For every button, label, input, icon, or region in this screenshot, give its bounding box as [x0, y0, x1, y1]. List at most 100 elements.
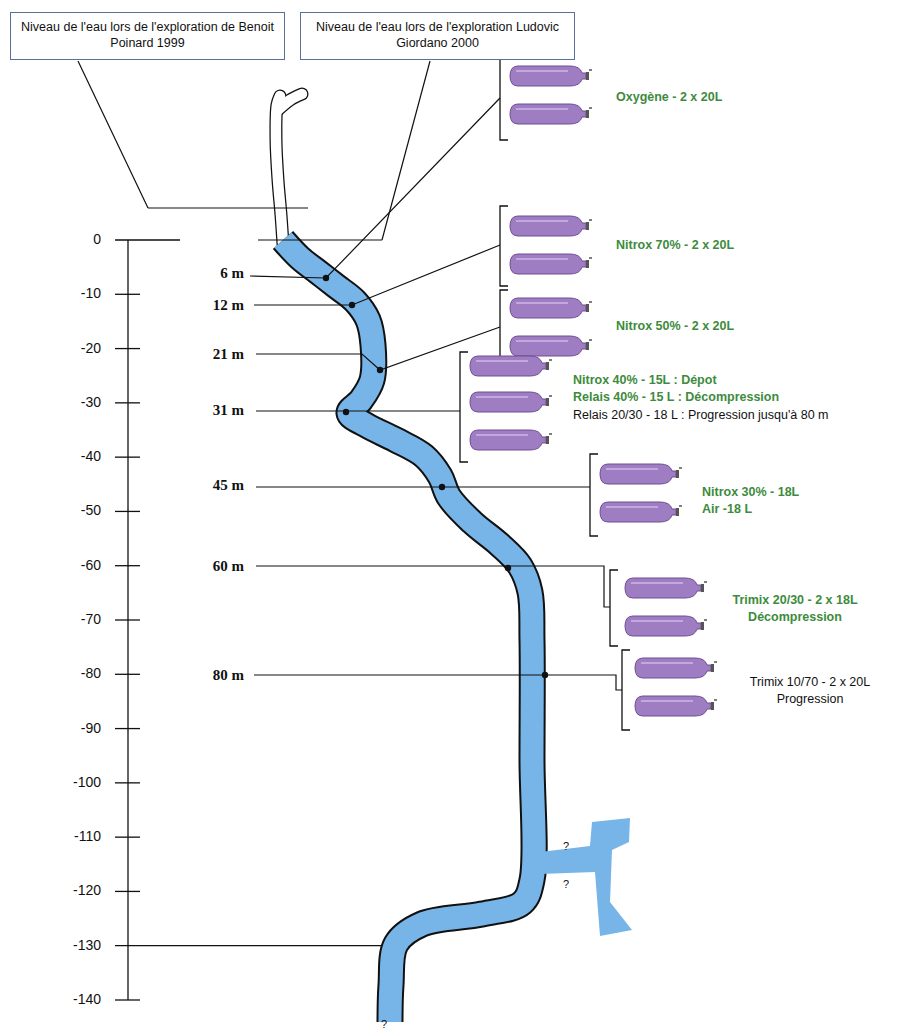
- axis-value: -120: [71, 884, 103, 899]
- axis-value: -100: [71, 775, 103, 790]
- axis-tick: [115, 674, 140, 675]
- gas-cylinder: [470, 356, 552, 376]
- gas-label: Relais 20/30 - 18 L : Progression jusqu'…: [571, 409, 831, 423]
- depth-label: 60 m: [211, 558, 246, 575]
- gas-cylinder: [510, 336, 592, 356]
- axis-tick: [115, 402, 140, 403]
- axis-tick: [115, 348, 140, 349]
- gas-label: Air -18 L: [700, 503, 754, 517]
- gas-label: Nitrox 70% - 2 x 20L: [614, 239, 736, 253]
- axis-value: -90: [79, 721, 103, 736]
- axis-tick: [115, 945, 382, 946]
- axis-tick: [115, 565, 140, 566]
- gas-cylinder: [625, 578, 707, 598]
- gas-cylinder: [510, 216, 592, 236]
- axis-tick: [115, 511, 140, 512]
- dry-passage: [276, 96, 283, 244]
- axis-tick: [115, 999, 140, 1000]
- dry-passage: [278, 94, 302, 110]
- axis-tick: [115, 891, 140, 892]
- axis-value: -10: [79, 287, 103, 302]
- illustration: [78, 58, 717, 1022]
- depth-point: [377, 367, 383, 373]
- gas-cylinder: [600, 464, 682, 484]
- gas-label: Nitrox 30% - 18L: [700, 486, 801, 500]
- question-mark: ?: [379, 1018, 389, 1030]
- depth-point: [349, 302, 355, 308]
- axis-tick: [115, 728, 140, 729]
- gas-cylinder: [625, 616, 707, 636]
- gas-label: Décompression: [746, 611, 844, 625]
- leader-line: [256, 327, 500, 370]
- axis-tick: [115, 619, 140, 620]
- gas-cylinder: [510, 104, 592, 124]
- gas-cylinder: [510, 66, 592, 86]
- gas-cylinder: [635, 658, 717, 678]
- question-mark: ?: [561, 878, 571, 890]
- gas-cylinder: [470, 392, 552, 412]
- axis-tick: [115, 294, 140, 295]
- depth-point: [542, 672, 548, 678]
- depth-label: 12 m: [211, 297, 246, 314]
- leader-line: [256, 410, 460, 411]
- title-box: Niveau de l'eau lors de l'exploration Lu…: [300, 12, 575, 60]
- bracket: [622, 650, 630, 730]
- axis-value: -110: [72, 829, 103, 844]
- depth-point: [343, 409, 349, 415]
- gas-label: Trimix 10/70 - 2 x 20L: [748, 676, 872, 690]
- leader-line: [254, 245, 500, 305]
- axis-value: -60: [79, 558, 103, 573]
- box-text: Niveau de l'eau lors de l'exploration Lu…: [311, 20, 564, 51]
- axis-value: -130: [71, 938, 103, 953]
- depth-point: [439, 484, 445, 490]
- title-box: Niveau de l'eau lors de l'exploration de…: [10, 12, 285, 60]
- gas-cylinder: [510, 254, 592, 274]
- dry-passage-outline: [276, 96, 283, 244]
- gas-label: Nitrox 50% - 2 x 20L: [614, 320, 736, 334]
- depth-point: [505, 565, 511, 571]
- leader-line: [256, 486, 590, 487]
- leader-line: [148, 207, 308, 208]
- axis-value: -40: [79, 449, 103, 464]
- depth-label: 31 m: [211, 402, 246, 419]
- gas-cylinder: [470, 430, 552, 450]
- gas-cylinder: [510, 298, 592, 318]
- gas-label: Nitrox 40% - 15L : Dépot: [571, 374, 719, 388]
- gas-label: Relais 40% - 15 L : Décompression: [571, 391, 781, 405]
- axis-tick: [115, 782, 140, 783]
- axis-value: 0: [91, 232, 103, 247]
- gas-label: Progression: [775, 693, 846, 707]
- depth-label: 45 m: [211, 477, 246, 494]
- leader-line: [254, 675, 622, 690]
- bracket: [500, 290, 508, 366]
- bracket: [590, 454, 598, 536]
- question-mark: ?: [561, 840, 571, 852]
- bracket: [610, 570, 618, 646]
- bracket: [500, 206, 508, 286]
- axis-value: -50: [79, 504, 103, 519]
- axis-value: -30: [79, 395, 103, 410]
- depth-point: [323, 275, 329, 281]
- axis-tick: [115, 456, 140, 457]
- leader-line: [256, 566, 610, 607]
- gas-cylinder: [635, 696, 717, 716]
- depth-label: 6 m: [218, 265, 246, 282]
- gas-cylinder: [600, 502, 682, 522]
- gas-label: Oxygène - 2 x 20L: [614, 91, 724, 105]
- depth-label: 80 m: [211, 667, 246, 684]
- side-branch: [540, 818, 632, 936]
- gas-label: Trimix 20/30 - 2 x 18L: [730, 594, 859, 608]
- bracket: [460, 352, 468, 462]
- axis-value: -140: [71, 992, 103, 1007]
- axis-value: -70: [79, 612, 103, 627]
- axis-tick: [115, 836, 140, 837]
- axis-value: -20: [79, 341, 103, 356]
- leader-line: [250, 98, 500, 278]
- box-text: Niveau de l'eau lors de l'exploration de…: [21, 20, 274, 51]
- leader-line: [78, 61, 148, 208]
- depth-label: 21 m: [211, 346, 246, 363]
- axis-tick: [115, 239, 180, 240]
